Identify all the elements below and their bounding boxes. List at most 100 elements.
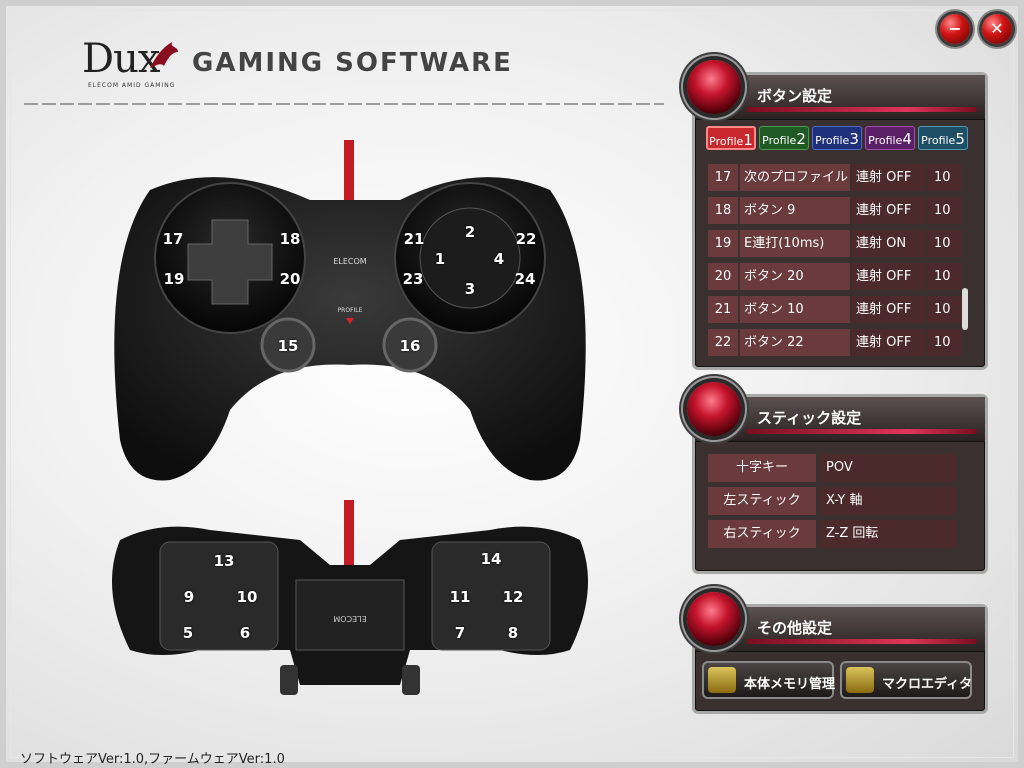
gamepad-button-24[interactable]: 24 xyxy=(514,270,536,288)
gamepad-back-illustration: ELECOM xyxy=(112,500,588,695)
gamepad-button-11[interactable]: 11 xyxy=(449,588,471,606)
gamepad-button-9[interactable]: 9 xyxy=(183,588,195,606)
gamepad-button-7[interactable]: 7 xyxy=(454,624,466,642)
row-rapid-fire: 連射 OFF xyxy=(852,296,926,323)
gamepad-button-2[interactable]: 2 xyxy=(464,223,476,241)
header-accent-bar xyxy=(747,107,977,112)
logo-text: Dux xyxy=(82,36,160,82)
stick-label: 十字キー xyxy=(708,454,816,482)
row-rapid-fire: 連射 OFF xyxy=(852,197,926,224)
row-rapid-fire: 連射 OFF xyxy=(852,263,926,290)
gamepad-button-14[interactable]: 14 xyxy=(480,550,502,568)
memory-chip-icon xyxy=(708,667,736,693)
gamepad-button-20[interactable]: 20 xyxy=(279,270,301,288)
row-rapid-value: 10 xyxy=(928,230,962,257)
stick-value: X-Y 軸 xyxy=(820,487,956,515)
row-function: ボタン 10 xyxy=(740,296,850,323)
row-rapid-value: 10 xyxy=(928,164,962,191)
back-brand-text: ELECOM xyxy=(333,614,366,623)
stick-value: POV xyxy=(820,454,956,482)
logo-subtitle: ELECOM AMID GAMING xyxy=(88,82,176,89)
row-rapid-fire: 連射 OFF xyxy=(852,164,926,191)
button-list-scrollbar[interactable] xyxy=(962,288,968,330)
gamepad-button-18[interactable]: 18 xyxy=(279,230,301,248)
row-number: 17 xyxy=(708,164,738,191)
other-settings-header: その他設定 xyxy=(695,607,985,652)
row-function: ボタン 22 xyxy=(740,329,850,356)
gamepad-button-19[interactable]: 19 xyxy=(163,270,185,288)
button-row-20[interactable]: 20 ボタン 20 連射 OFF 10 xyxy=(708,263,962,290)
button-row-17[interactable]: 17 次のプロファイルへ 連射 OFF 10 xyxy=(708,164,962,212)
row-function: ボタン 20 xyxy=(740,263,850,290)
profile-tab-4[interactable]: Profile4 xyxy=(865,126,915,150)
header-accent-bar xyxy=(747,639,977,644)
macro-editor-button[interactable]: マクロエディタ xyxy=(840,661,972,699)
gamepad-button-6[interactable]: 6 xyxy=(239,624,251,642)
gamepad-button-3[interactable]: 3 xyxy=(464,280,476,298)
gamepad-button-15[interactable]: 15 xyxy=(277,337,299,355)
stick-row-left[interactable]: 左スティック X-Y 軸 xyxy=(708,487,956,515)
button-settings-header: ボタン設定 xyxy=(695,75,985,120)
profile-tab-2[interactable]: Profile2 xyxy=(759,126,809,150)
gamepad-button-21[interactable]: 21 xyxy=(403,230,425,248)
other-settings-title: その他設定 xyxy=(757,619,833,637)
dux-logo: Dux ELECOM AMID GAMING xyxy=(68,36,178,94)
row-number: 21 xyxy=(708,296,738,323)
row-function: E連打(10ms) xyxy=(740,230,850,257)
button-row-21[interactable]: 21 ボタン 10 連射 OFF 10 xyxy=(708,296,962,323)
stick-label: 左スティック xyxy=(708,487,816,515)
row-rapid-fire: 連射 ON xyxy=(852,230,926,257)
gamepad-button-1[interactable]: 1 xyxy=(434,250,446,268)
row-number: 22 xyxy=(708,329,738,356)
gamepad-button-4[interactable]: 4 xyxy=(493,250,505,268)
gamepad-button-22[interactable]: 22 xyxy=(515,230,537,248)
stick-settings-header: スティック設定 xyxy=(695,397,985,442)
row-rapid-fire: 連射 OFF xyxy=(852,329,926,356)
stick-value: Z-Z 回転 xyxy=(820,520,956,548)
button-row-22[interactable]: 22 ボタン 22 連射 OFF 10 xyxy=(708,329,962,356)
panel-orb-icon xyxy=(687,60,741,114)
row-function: ボタン 9 xyxy=(740,197,850,224)
minimize-button[interactable]: − xyxy=(940,14,970,44)
front-brand-text: ELECOM xyxy=(333,257,366,266)
row-rapid-value: 10 xyxy=(928,197,962,224)
gamepad-button-16[interactable]: 16 xyxy=(399,337,421,355)
stick-row-dpad[interactable]: 十字キー POV xyxy=(708,454,956,482)
row-function: 次のプロファイルへ xyxy=(740,164,850,212)
app-title: GAMING SOFTWARE xyxy=(192,48,513,78)
header-divider xyxy=(24,103,664,105)
gamepad-front-illustration: ELECOM PROFILE xyxy=(114,140,586,481)
button-settings-title: ボタン設定 xyxy=(757,87,833,105)
close-button[interactable]: ✕ xyxy=(982,14,1012,44)
hammer-icon xyxy=(846,667,874,693)
profile-tab-5[interactable]: Profile5 xyxy=(918,126,968,150)
window-inner-frame xyxy=(10,10,1014,758)
row-rapid-value: 10 xyxy=(928,263,962,290)
panel-orb-icon xyxy=(687,382,741,436)
row-number: 18 xyxy=(708,197,738,224)
row-number: 20 xyxy=(708,263,738,290)
row-rapid-value: 10 xyxy=(928,329,962,356)
stick-settings-title: スティック設定 xyxy=(757,409,862,427)
profile-tab-1[interactable]: Profile1 xyxy=(706,126,756,150)
stick-label: 右スティック xyxy=(708,520,816,548)
gamepad-button-13[interactable]: 13 xyxy=(213,552,235,570)
header-accent-bar xyxy=(747,429,977,434)
button-row-19[interactable]: 19 E連打(10ms) 連射 ON 10 xyxy=(708,230,962,257)
version-info: ソフトウェアVer:1.0,ファームウェアVer:1.0 xyxy=(20,752,285,767)
dragon-icon xyxy=(150,42,178,68)
profile-tab-3[interactable]: Profile3 xyxy=(812,126,862,150)
profile-indicator-text: PROFILE xyxy=(338,307,363,314)
memory-management-button[interactable]: 本体メモリ管理 xyxy=(702,661,835,699)
gamepad-button-17[interactable]: 17 xyxy=(162,230,184,248)
row-rapid-value: 10 xyxy=(928,296,962,323)
button-row-18[interactable]: 18 ボタン 9 連射 OFF 10 xyxy=(708,197,962,224)
gamepad-button-23[interactable]: 23 xyxy=(402,270,424,288)
gamepad-button-5[interactable]: 5 xyxy=(182,624,194,642)
gamepad-button-12[interactable]: 12 xyxy=(502,588,524,606)
panel-orb-icon xyxy=(687,592,741,646)
gamepad-button-10[interactable]: 10 xyxy=(236,588,258,606)
stick-row-right[interactable]: 右スティック Z-Z 回転 xyxy=(708,520,956,548)
gamepad-button-8[interactable]: 8 xyxy=(507,624,519,642)
